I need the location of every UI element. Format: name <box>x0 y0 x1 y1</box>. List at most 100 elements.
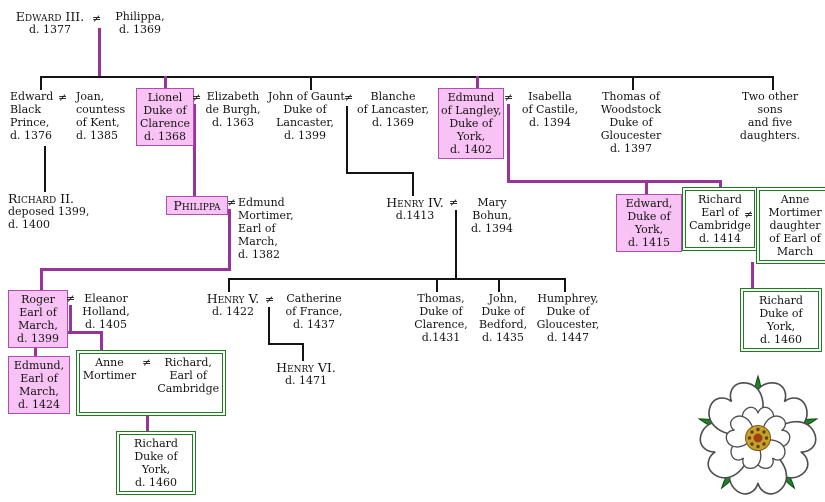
text-line: d. 1402 <box>449 143 493 156</box>
text-line: Henry VI. <box>276 360 336 375</box>
text-line: Gloucester, <box>536 318 600 331</box>
text-line: d. 1422 <box>211 305 255 318</box>
lineage-connector-line <box>507 104 510 183</box>
text-line: of Earl of <box>769 232 821 245</box>
marriage-symbol: ≠ <box>744 208 754 221</box>
lineage-connector-line <box>476 76 479 92</box>
node-philippa-of-hainault: Philippa,d. 1369 <box>110 10 170 36</box>
text-line: of Castile, <box>521 103 579 116</box>
lineage-connector-line <box>146 408 149 434</box>
connector-line <box>228 278 566 280</box>
marriage-symbol: ≠ <box>449 196 459 209</box>
lineage-connector-line <box>228 209 231 271</box>
marriage-symbol: ≠ <box>265 293 275 306</box>
text-line: d. 1415 <box>627 236 671 249</box>
text-line: Roger <box>21 293 55 306</box>
lineage-connector-line <box>98 28 101 78</box>
text-line: Richard <box>759 294 803 307</box>
text-line: Black <box>10 103 41 116</box>
text-line: Richard, <box>164 356 212 369</box>
text-line: Richard II. <box>8 191 75 206</box>
connector-line <box>310 76 312 90</box>
connector-line <box>40 76 774 78</box>
text-line: Humphrey, <box>537 292 599 305</box>
text-line: Duke of <box>609 116 653 129</box>
text-line: d. 1385 <box>76 129 119 142</box>
lineage-connector-line <box>34 331 102 334</box>
marriage-symbol: ≠ <box>344 91 354 104</box>
connector-line <box>346 106 348 172</box>
text-line: March, <box>19 385 59 398</box>
connector-line <box>412 172 414 196</box>
marriage-symbol: ≠ <box>504 91 514 104</box>
rose-inner-petals <box>725 406 791 470</box>
text-line: d. 1405 <box>84 318 128 331</box>
text-line: Eleanor <box>84 292 128 305</box>
text-line: d. 1382 <box>238 248 281 261</box>
text-line: Duke of <box>546 305 590 318</box>
text-line: countess <box>76 103 126 116</box>
text-line: Joan, <box>76 90 105 103</box>
text-line: Duke of <box>627 210 671 223</box>
node-henry-iv: Henry IV.d.1413 <box>386 196 444 222</box>
text-line: d. 1437 <box>292 318 336 331</box>
text-line: Lionel <box>147 91 183 104</box>
lineage-connector-line <box>40 268 231 271</box>
lineage-connector-line <box>507 180 722 183</box>
text-line: Duke of <box>449 117 493 130</box>
text-line: d. 1414 <box>698 232 742 245</box>
lineage-connector-line <box>645 180 648 198</box>
text-line: Philippa <box>173 198 221 213</box>
text-line: Mortimer <box>768 206 822 219</box>
text-line: Philippa, <box>115 10 165 23</box>
connector-line <box>455 210 457 280</box>
text-line: Duke of <box>283 103 327 116</box>
text-line: Earl of <box>20 372 58 385</box>
connector-line <box>632 76 634 90</box>
text-line: Edmund, <box>13 359 65 372</box>
text-line: Lancaster, <box>276 116 334 129</box>
text-line: d.1431 <box>421 331 461 344</box>
text-line: Anne <box>780 193 810 206</box>
text-line: March, <box>18 319 58 332</box>
text-line: Earl of <box>701 206 739 219</box>
node-philippa-of-clarence: Philippa <box>166 196 228 215</box>
text-line: of France, <box>285 305 343 318</box>
text-line: York, <box>456 130 486 143</box>
text-line: Edward, <box>625 197 673 210</box>
text-line: March <box>776 245 814 258</box>
marriage-symbol: ≠ <box>192 91 202 104</box>
text-line: Holland, <box>82 305 130 318</box>
text-line: Earl of <box>169 369 208 382</box>
lineage-connector-line <box>164 76 167 92</box>
text-line: d. 1377 <box>28 23 72 36</box>
text-line: d. 1397 <box>609 142 653 155</box>
connector-line <box>564 278 566 292</box>
text-line: de Burgh, <box>205 103 261 116</box>
text-line: daughters. <box>739 129 801 142</box>
text-line: Bedford, <box>478 318 528 331</box>
text-line: Clarence, <box>414 318 468 331</box>
lineage-connector-line <box>69 305 72 333</box>
text-line: Duke of <box>759 307 803 320</box>
text-line: Two other <box>741 90 799 103</box>
text-line: d. 1369 <box>118 23 162 36</box>
lineage-connector-line <box>40 268 43 294</box>
text-line: Duke of <box>134 450 178 463</box>
text-line: d. 1368 <box>143 130 187 143</box>
text-line: Edward III. <box>15 9 85 24</box>
